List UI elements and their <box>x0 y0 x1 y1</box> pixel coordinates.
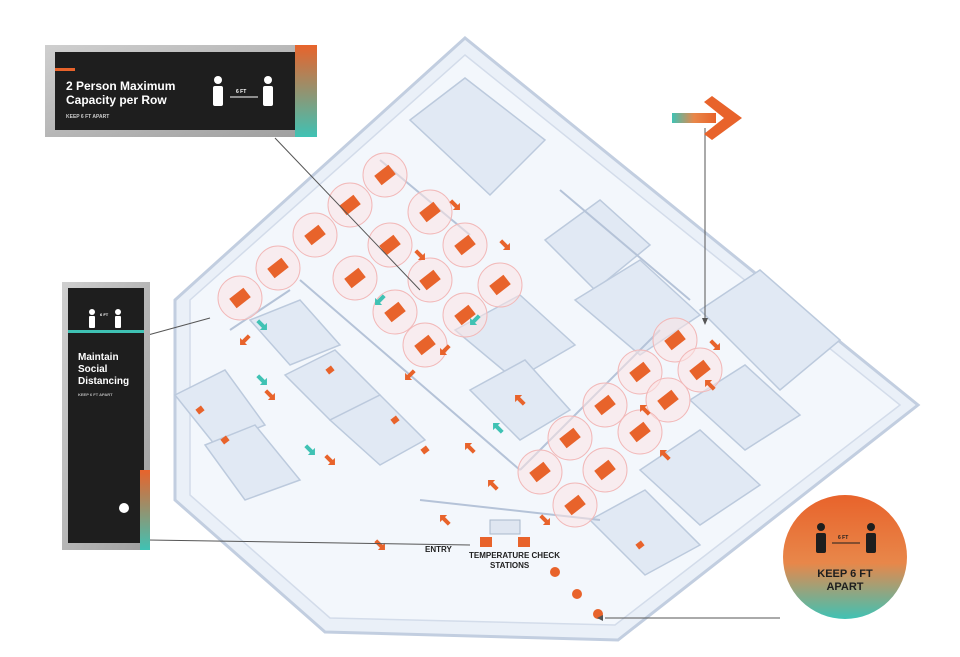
capacity-sign-subtitle: KEEP 6 FT APART <box>66 114 109 120</box>
workstation-chair <box>419 201 441 223</box>
flow-arrow-icon <box>515 395 526 406</box>
workstation-chair <box>629 361 651 383</box>
workstation-chair <box>267 257 289 279</box>
entry-label: ENTRY <box>425 545 452 554</box>
capacity-sign-title-line2: Capacity per Row <box>66 93 167 107</box>
workstation-chair <box>664 329 686 351</box>
workstation-chair <box>390 415 400 425</box>
workstation-chair <box>689 359 711 381</box>
temperature-check-area <box>480 519 603 619</box>
distancing-sign-title-line2: Social <box>78 364 108 375</box>
workstation-chair <box>594 459 616 481</box>
workstation-chair <box>339 194 361 216</box>
flow-arrow-icon <box>405 369 416 380</box>
flow-arrow-icon <box>470 314 481 325</box>
distancing-sign-title-line3: Distancing <box>78 376 129 387</box>
flow-arrow-icon <box>539 514 550 525</box>
capacity-sign-title: 2 Person Maximum <box>66 79 175 93</box>
floor-decal-sign: 6 FT KEEP 6 FT APART <box>783 495 907 619</box>
flow-arrow-icon <box>440 515 451 526</box>
distancing-sign-subtitle: KEEP 6 FT APART <box>78 392 113 397</box>
leader-arrowhead <box>702 318 708 325</box>
person-icon <box>866 523 876 553</box>
workstation-chair <box>564 494 586 516</box>
temperature-check-label-line2: STATIONS <box>490 561 530 570</box>
temperature-station <box>480 537 492 547</box>
workstation-chair <box>344 267 366 289</box>
flow-arrow-icon <box>324 454 335 465</box>
flow-arrow-icon <box>264 389 275 400</box>
flow-arrow-icon <box>493 423 504 434</box>
workstation-chair <box>629 421 651 443</box>
traffic-flow-arrows <box>240 199 720 550</box>
workstation-clusters <box>195 152 723 550</box>
floor-marker-dot <box>572 589 582 599</box>
flow-arrow-icon <box>709 339 720 350</box>
workstation-chair <box>414 334 436 356</box>
workstation-chair <box>454 234 476 256</box>
workstation-chair <box>559 427 581 449</box>
workstation-chair <box>220 435 230 445</box>
workstation-chair <box>419 269 441 291</box>
flow-arrow-icon <box>374 539 385 550</box>
direction-arrow-sign <box>672 96 742 140</box>
workstation-chair <box>325 365 335 375</box>
capacity-sign-distance: 6 FT <box>236 89 246 95</box>
person-icon <box>816 523 826 553</box>
callout-lines <box>147 128 780 619</box>
floor-decal-distance: 6 FT <box>838 535 848 541</box>
workstation-chair <box>420 445 430 455</box>
leader-arrowhead <box>597 615 603 621</box>
workstation-chair <box>374 164 396 186</box>
temperature-check-label: TEMPERATURE CHECK <box>469 551 560 560</box>
flow-arrow-icon <box>304 444 315 455</box>
floor-decal-title-line2: APART <box>826 581 863 593</box>
flow-arrow-icon <box>449 199 460 210</box>
flow-arrow-icon <box>375 294 386 305</box>
floor-decal-title: KEEP 6 FT <box>817 568 873 580</box>
workstation-chair <box>384 301 406 323</box>
workstation-chair <box>454 304 476 326</box>
flow-arrow-icon <box>414 249 425 260</box>
person-icon <box>213 76 223 106</box>
person-icon <box>89 309 95 328</box>
person-icon <box>115 309 121 328</box>
distancing-sign-title: Maintain <box>78 352 119 363</box>
flow-arrow-icon <box>640 405 651 416</box>
flow-arrow-icon <box>660 450 671 461</box>
flow-arrow-icon <box>499 239 510 250</box>
flow-arrow-icon <box>705 380 716 391</box>
workstation-chair <box>529 461 551 483</box>
flow-arrow-icon <box>256 374 267 385</box>
distancing-sign-distance: 6 FT <box>100 312 109 317</box>
floor-marker-dot <box>550 567 560 577</box>
checkpoint-counter <box>489 519 521 535</box>
workstation-chair <box>635 540 645 550</box>
workstation-chair <box>229 287 251 309</box>
flow-arrow-icon <box>488 480 499 491</box>
workstation-chair <box>379 234 401 256</box>
flow-arrow-icon <box>465 443 476 454</box>
flow-arrow-icon <box>240 334 251 345</box>
distancing-sign: 6 FT Maintain Social Distancing KEEP 6 F… <box>62 282 150 550</box>
capacity-sign: 2 Person Maximum Capacity per Row KEEP 6… <box>45 45 317 137</box>
workstation-chair <box>657 389 679 411</box>
flow-arrow-icon <box>440 344 451 355</box>
workstation-chair <box>594 394 616 416</box>
person-icon <box>263 76 273 106</box>
flow-arrow-icon <box>256 319 267 330</box>
workstation-chair <box>489 274 511 296</box>
temperature-station <box>518 537 530 547</box>
workstation-chair <box>304 224 326 246</box>
workstation-chair <box>195 405 205 415</box>
logo-icon <box>119 503 129 513</box>
